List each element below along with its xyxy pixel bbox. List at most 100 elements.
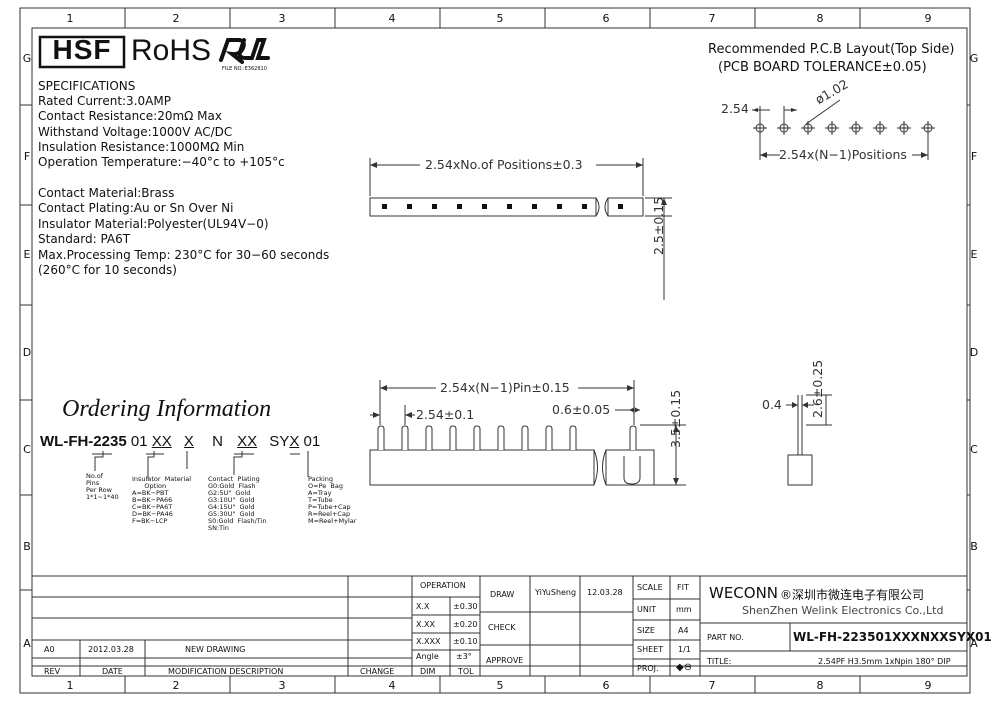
- scale-label: SCALE: [637, 583, 663, 592]
- front-view-drawing: [369, 380, 686, 486]
- row-label-d-right: D: [969, 346, 979, 359]
- row-ticks: [20, 104, 970, 591]
- row-label-b: B: [23, 540, 31, 553]
- column-ticks: [124, 8, 861, 693]
- hsf-logo: HSF: [52, 34, 112, 65]
- pcb-layout-title: Recommended P.C.B Layout(Top Side): [708, 42, 955, 57]
- draw-label: DRAW: [490, 590, 515, 599]
- header-date: DATE: [102, 667, 123, 676]
- column-label-9: 9: [924, 12, 932, 25]
- tolerance-xxxx-value: ±0.10: [453, 637, 478, 646]
- tolerance-header: OPERATION: [420, 581, 466, 590]
- company-cn-name: ®深圳市微连电子有限公司: [780, 588, 925, 602]
- pcb-holes: [753, 121, 935, 135]
- part-segment-n: N: [212, 433, 223, 450]
- row-label-f: F: [23, 150, 31, 163]
- ordering-packing-label: Packing O=Pe Bag A=Tray T=Tube P=Tube+Ca…: [308, 475, 357, 525]
- side-height-dimension: 2.6±0.25: [810, 359, 825, 418]
- tolerance-tol: TOL: [458, 667, 474, 676]
- spec-standard: Standard: PA6T: [38, 232, 131, 246]
- top-view-drawing: [369, 158, 672, 300]
- pcb-layout-tolerance: (PCB BOARD TOLERANCE±0.05): [718, 60, 927, 75]
- column-label-5-bottom: 5: [496, 679, 504, 692]
- column-label-7: 7: [708, 12, 716, 25]
- spec-insulation-resistance: Insulation Resistance:1000MΩ Min: [38, 140, 245, 154]
- row-label-b-right: B: [970, 540, 978, 553]
- tolerance-xx-value: ±0.30: [453, 602, 478, 611]
- pcb-span-label: 2.54x(N−1)Positions: [779, 147, 907, 162]
- ordering-part-number: WL-FH-2235 01 XX X N XX SYX 01: [40, 433, 320, 450]
- row-label-c: C: [23, 443, 31, 456]
- column-label-1-bottom: 1: [66, 679, 74, 692]
- ordering-title: Ordering Information: [62, 396, 272, 422]
- revision-date: 2012.03.28: [88, 645, 134, 654]
- pin-span-dimension: 2.54x(N−1)Pin±0.15: [440, 380, 570, 395]
- part-no-label: PART NO.: [707, 633, 744, 642]
- top-length-dimension: 2.54xNo.of Positions±0.3: [425, 157, 583, 172]
- part-segment-packing: X: [289, 433, 300, 450]
- sheet-value: 1/1: [678, 645, 691, 654]
- size-label: SIZE: [637, 626, 655, 635]
- pitch-dimension: 2.54±0.1: [416, 407, 475, 422]
- header-description: MODIFICATION DESCRIPTION: [168, 667, 284, 676]
- tolerance-dim: DIM: [420, 667, 436, 676]
- part-segment-pins: 01: [130, 433, 148, 450]
- approve-label: APPROVE: [486, 656, 524, 665]
- tolerance-xxx-label: X.XX: [416, 620, 435, 629]
- column-label-3-bottom: 3: [278, 679, 286, 692]
- part-segment-x: X: [183, 433, 194, 450]
- hsf-logo-box: [38, 35, 126, 69]
- column-label-7-bottom: 7: [708, 679, 716, 692]
- header-rev: REV: [44, 667, 61, 676]
- ordering-leader-lines: [92, 451, 309, 479]
- side-view-drawing: [786, 394, 832, 486]
- column-label-8: 8: [816, 12, 824, 25]
- body-height-dimension: 3.5±0.15: [668, 389, 683, 448]
- part-segment-plating: XX: [237, 433, 258, 450]
- column-label-5: 5: [496, 12, 504, 25]
- ordering-insulator-label: Insulator Material Option A=BK−PBT B=BK−…: [132, 475, 192, 525]
- top-view-pins: [382, 204, 623, 209]
- row-label-g: G: [22, 52, 32, 65]
- ul-mark-icon: [219, 38, 270, 64]
- unit-value: mm: [676, 605, 692, 614]
- spec-insulator-material: Insulator Material:Polyester(UL94V−0): [38, 217, 269, 231]
- column-label-2: 2: [172, 12, 180, 25]
- spec-contact-resistance: Contact Resistance:20mΩ Max: [38, 109, 222, 123]
- revision-description: NEW DRAWING: [185, 645, 246, 654]
- company-en-name: ShenZhen Welink Electronics Co.,Ltd: [742, 604, 944, 617]
- unit-label: UNIT: [637, 605, 657, 614]
- tolerance-xxx-value: ±0.20: [453, 620, 478, 629]
- spec-contact-material: Contact Material:Brass: [38, 186, 175, 200]
- top-height-dimension: 2.5±0.15: [651, 196, 666, 255]
- row-label-a: A: [23, 637, 31, 650]
- spec-title: SPECIFICATIONS: [38, 79, 136, 93]
- row-label-g-right: G: [969, 52, 979, 65]
- tolerance-xx-label: X.X: [416, 602, 430, 611]
- spec-operation-temperature: Operation Temperature:−40°c to +105°c: [38, 155, 285, 169]
- ul-file-number: FILE NO.:E362810: [222, 66, 267, 72]
- title-block-grid: [32, 575, 967, 676]
- row-label-e-right: E: [970, 248, 978, 261]
- column-label-1: 1: [66, 12, 74, 25]
- pin-width-dimension: 0.6±0.05: [552, 402, 611, 417]
- column-label-2-bottom: 2: [172, 679, 180, 692]
- column-label-6-bottom: 6: [602, 679, 610, 692]
- ordering-pins-label: No.of Pins Per Row 1*1~1*40: [86, 472, 119, 501]
- pcb-pitch-label: 2.54: [721, 101, 749, 116]
- spec-processing-temp: Max.Processing Temp: 230°C for 30−60 sec…: [38, 248, 330, 262]
- part-no-value: WL-FH-223501XXXNXXSYX01: [793, 630, 992, 644]
- column-label-9-bottom: 9: [924, 679, 932, 692]
- column-label-8-bottom: 8: [816, 679, 824, 692]
- check-label: CHECK: [488, 623, 516, 632]
- tolerance-angle-value: ±3°: [456, 652, 472, 661]
- tolerance-xxxx-label: X.XXX: [416, 637, 441, 646]
- row-label-d: D: [22, 346, 32, 359]
- proj-label: PROJ.: [637, 664, 659, 673]
- revision-rev: A0: [44, 645, 55, 654]
- spec-rated-current: Rated Current:3.0AMP: [38, 94, 171, 108]
- part-segment-s: S: [269, 433, 280, 450]
- scale-value: FIT: [677, 583, 689, 592]
- draw-date: 12.03.28: [587, 588, 623, 597]
